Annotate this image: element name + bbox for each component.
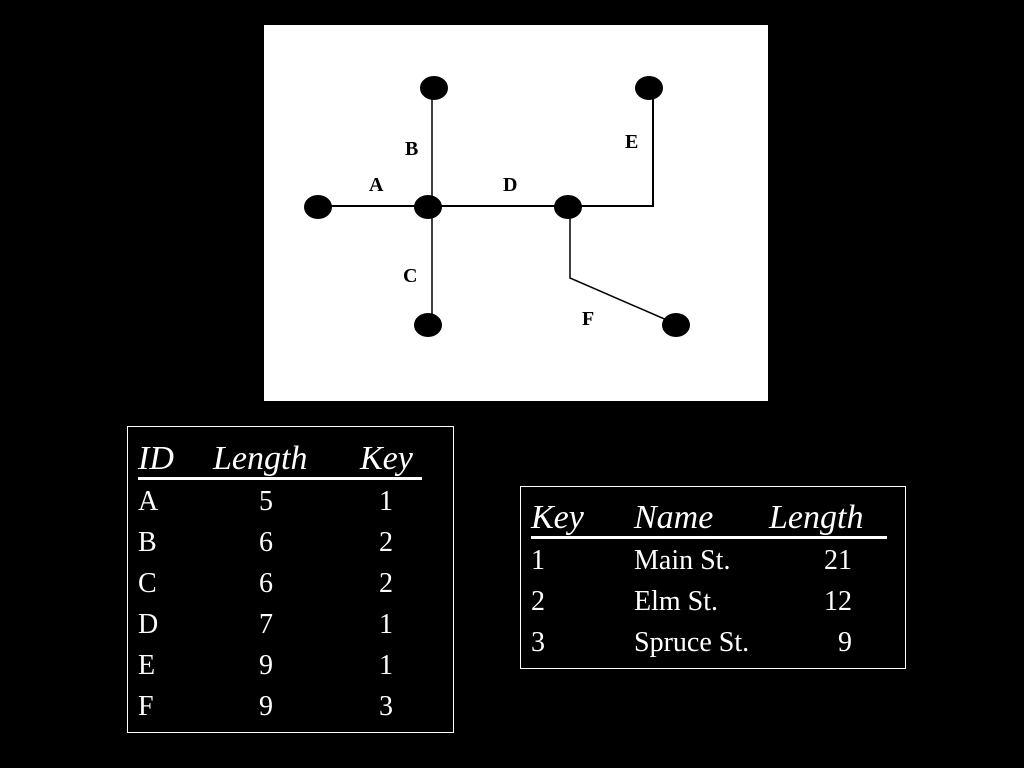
node (414, 313, 442, 337)
segment-label-c: C (403, 265, 417, 287)
cell-id: F (138, 691, 154, 722)
header-name: Name (634, 499, 714, 536)
cell-id: A (138, 486, 159, 517)
header-key: Key (531, 499, 584, 536)
segment-label-e: E (625, 131, 638, 153)
network-diagram-panel: A B C D E F (264, 25, 768, 401)
node (414, 195, 442, 219)
cell-key: 3 (531, 627, 545, 658)
cell-length: 6 (259, 568, 273, 599)
cell-id: E (138, 650, 156, 681)
cell-length: 6 (259, 527, 273, 558)
cell-key: 1 (531, 545, 545, 576)
cell-name: Spruce St. (634, 627, 750, 658)
cell-key: 1 (379, 650, 393, 681)
cell-length: 9 (838, 627, 852, 658)
cell-key: 2 (379, 527, 393, 558)
cell-length: 7 (259, 609, 273, 640)
segment-label-d: D (503, 174, 517, 196)
segments-table: ID Length Key A 5 1 B 6 2 C 6 2 D 7 1 E … (127, 426, 454, 733)
cell-id: B (138, 527, 157, 558)
cell-length: 9 (259, 691, 273, 722)
header-id: ID (138, 440, 174, 477)
segment-label-b: B (405, 138, 418, 160)
header-underline (138, 477, 422, 480)
cell-key: 2 (379, 568, 393, 599)
node (662, 313, 690, 337)
cell-key: 3 (379, 691, 393, 722)
header-length: Length (769, 499, 864, 536)
header-key: Key (360, 440, 413, 477)
node (304, 195, 332, 219)
header-length: Length (213, 440, 308, 477)
cell-name: Elm St. (634, 586, 719, 617)
cell-key: 1 (379, 609, 393, 640)
segment-label-f: F (582, 308, 594, 330)
segment-label-a: A (369, 174, 384, 196)
cell-key: 1 (379, 486, 393, 517)
cell-length: 5 (259, 486, 273, 517)
cell-id: C (138, 568, 157, 599)
cell-length: 9 (259, 650, 273, 681)
streets-table: Key Name Length 1 Main St. 21 2 Elm St. … (520, 486, 906, 669)
node (554, 195, 582, 219)
cell-length: 12 (824, 586, 852, 617)
cell-key: 2 (531, 586, 545, 617)
node (420, 76, 448, 100)
cell-name: Main St. (634, 545, 731, 576)
cell-id: D (138, 609, 159, 640)
header-underline (531, 536, 887, 539)
node (635, 76, 663, 100)
cell-length: 21 (824, 545, 852, 576)
edge-e (568, 88, 654, 207)
network-diagram: A B C D E F (304, 76, 690, 337)
edge-f (569, 206, 677, 325)
